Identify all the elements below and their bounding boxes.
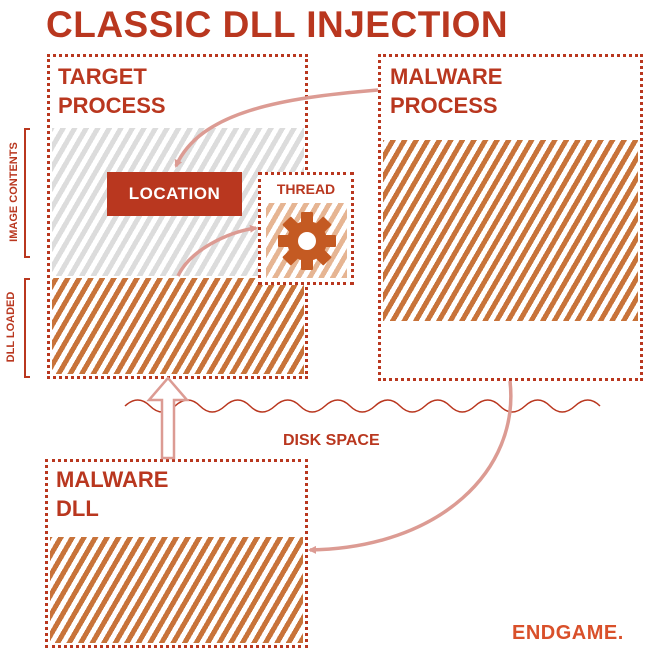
malware-process-box — [378, 54, 643, 381]
target-process-label-line1: TARGET — [58, 64, 147, 89]
arrow-malware-to-dll — [308, 380, 513, 554]
image-contents-bracket — [24, 128, 30, 258]
malware-dll-label-line1: MALWARE — [56, 467, 169, 492]
target-process-label: TARGET PROCESS — [58, 62, 166, 120]
arrow-dll-load-up — [146, 376, 190, 460]
malware-dll-content — [50, 537, 303, 643]
disk-space-wave — [124, 399, 601, 413]
diagram-title: CLASSIC DLL INJECTION — [46, 4, 509, 45]
malware-process-label: MALWARE PROCESS — [390, 62, 502, 120]
arrow-malware-to-location — [174, 88, 379, 168]
malware-process-label-line2: PROCESS — [390, 93, 498, 118]
location-block: LOCATION — [107, 172, 242, 216]
endgame-logo: ENDGAME. — [512, 622, 624, 644]
arrow-image-to-thread — [176, 224, 258, 277]
malware-dll-box — [45, 459, 308, 648]
thread-label: THREAD — [276, 181, 336, 197]
malware-dll-label-line2: DLL — [56, 496, 99, 521]
gear-icon — [278, 212, 336, 270]
dll-loaded-bracket — [24, 278, 30, 378]
dll-loaded-region — [52, 278, 304, 374]
malware-dll-label: MALWARE DLL — [56, 465, 168, 523]
malware-process-label-line1: MALWARE — [390, 64, 503, 89]
target-process-label-line2: PROCESS — [58, 93, 166, 118]
disk-space-label: DISK SPACE — [283, 432, 380, 449]
malware-process-memory — [383, 140, 638, 321]
thread-box: THREAD — [258, 172, 354, 285]
